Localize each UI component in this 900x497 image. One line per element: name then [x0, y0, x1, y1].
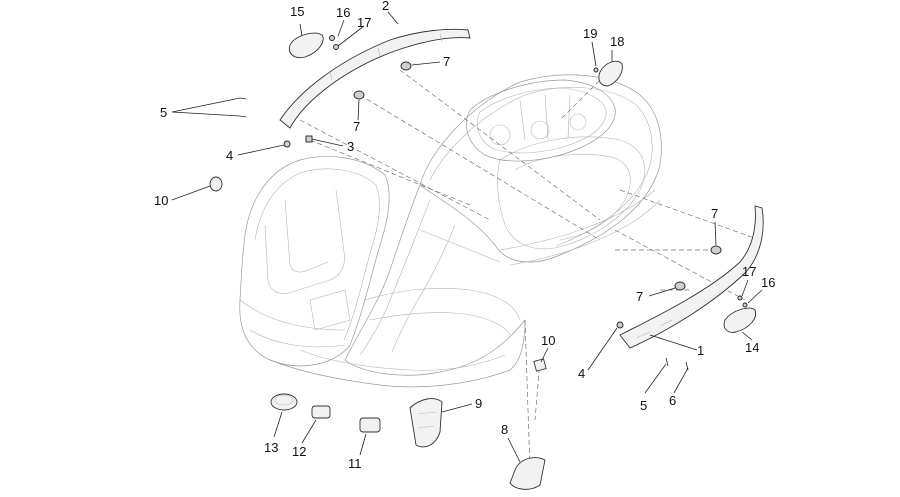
callout-4: 4: [226, 148, 233, 163]
callout-5: 5: [160, 105, 167, 120]
part-15-emblem: [288, 32, 324, 59]
part-11-rubber-pad: [359, 417, 381, 433]
callout-18: 18: [610, 34, 624, 49]
part-14-16-17-emblem-lower: [723, 295, 757, 333]
part-3-4-fasteners-upper: [283, 135, 313, 148]
part-13-round-cap: [270, 393, 298, 411]
callout-17: 17: [742, 264, 756, 279]
leader-lines: [171, 11, 763, 463]
callout-7: 7: [711, 206, 718, 221]
callout-5: 5: [640, 398, 647, 413]
callout-6: 6: [669, 393, 676, 408]
callout-15: 15: [290, 4, 304, 19]
scooter-body: [239, 74, 662, 388]
callout-2: 2: [382, 0, 389, 13]
callout-11: 11: [348, 456, 362, 471]
part-16-17-clips-upper: [329, 35, 339, 50]
part-7-grommets: [353, 61, 722, 291]
callout-16: 16: [761, 275, 775, 290]
callout-labels: 15 16 17 2 7 5 7 4 3 10 19 18 7 7 17 16 …: [154, 0, 775, 471]
callout-7: 7: [636, 289, 643, 304]
callout-14: 14: [745, 340, 759, 355]
part-12-rubber-pad: [311, 405, 331, 419]
part-2-upper-trim-strip: [279, 28, 471, 129]
callout-13: 13: [264, 440, 278, 455]
part-8-bracket: [509, 457, 546, 490]
callout-9: 9: [475, 396, 482, 411]
part-9-bracket: [409, 398, 443, 448]
callout-1: 1: [697, 343, 704, 358]
assembly-guide-lines: [299, 69, 761, 471]
callout-16: 16: [336, 5, 350, 20]
callout-12: 12: [292, 444, 306, 459]
callout-8: 8: [501, 422, 508, 437]
callout-7: 7: [443, 54, 450, 69]
callout-10: 10: [154, 193, 168, 208]
callout-7: 7: [353, 119, 360, 134]
callout-4: 4: [578, 366, 585, 381]
part-1-lower-trim-strip: [619, 205, 764, 349]
callout-17: 17: [357, 15, 371, 30]
callout-19: 19: [583, 26, 597, 41]
callout-3: 3: [347, 139, 354, 154]
part-10-cap-left: [209, 176, 223, 192]
part-5-screws-upper: [239, 97, 247, 118]
part-10-cap-lower: [533, 358, 547, 372]
part-18-19-emblem-right: [593, 60, 623, 87]
callout-10: 10: [541, 333, 555, 348]
